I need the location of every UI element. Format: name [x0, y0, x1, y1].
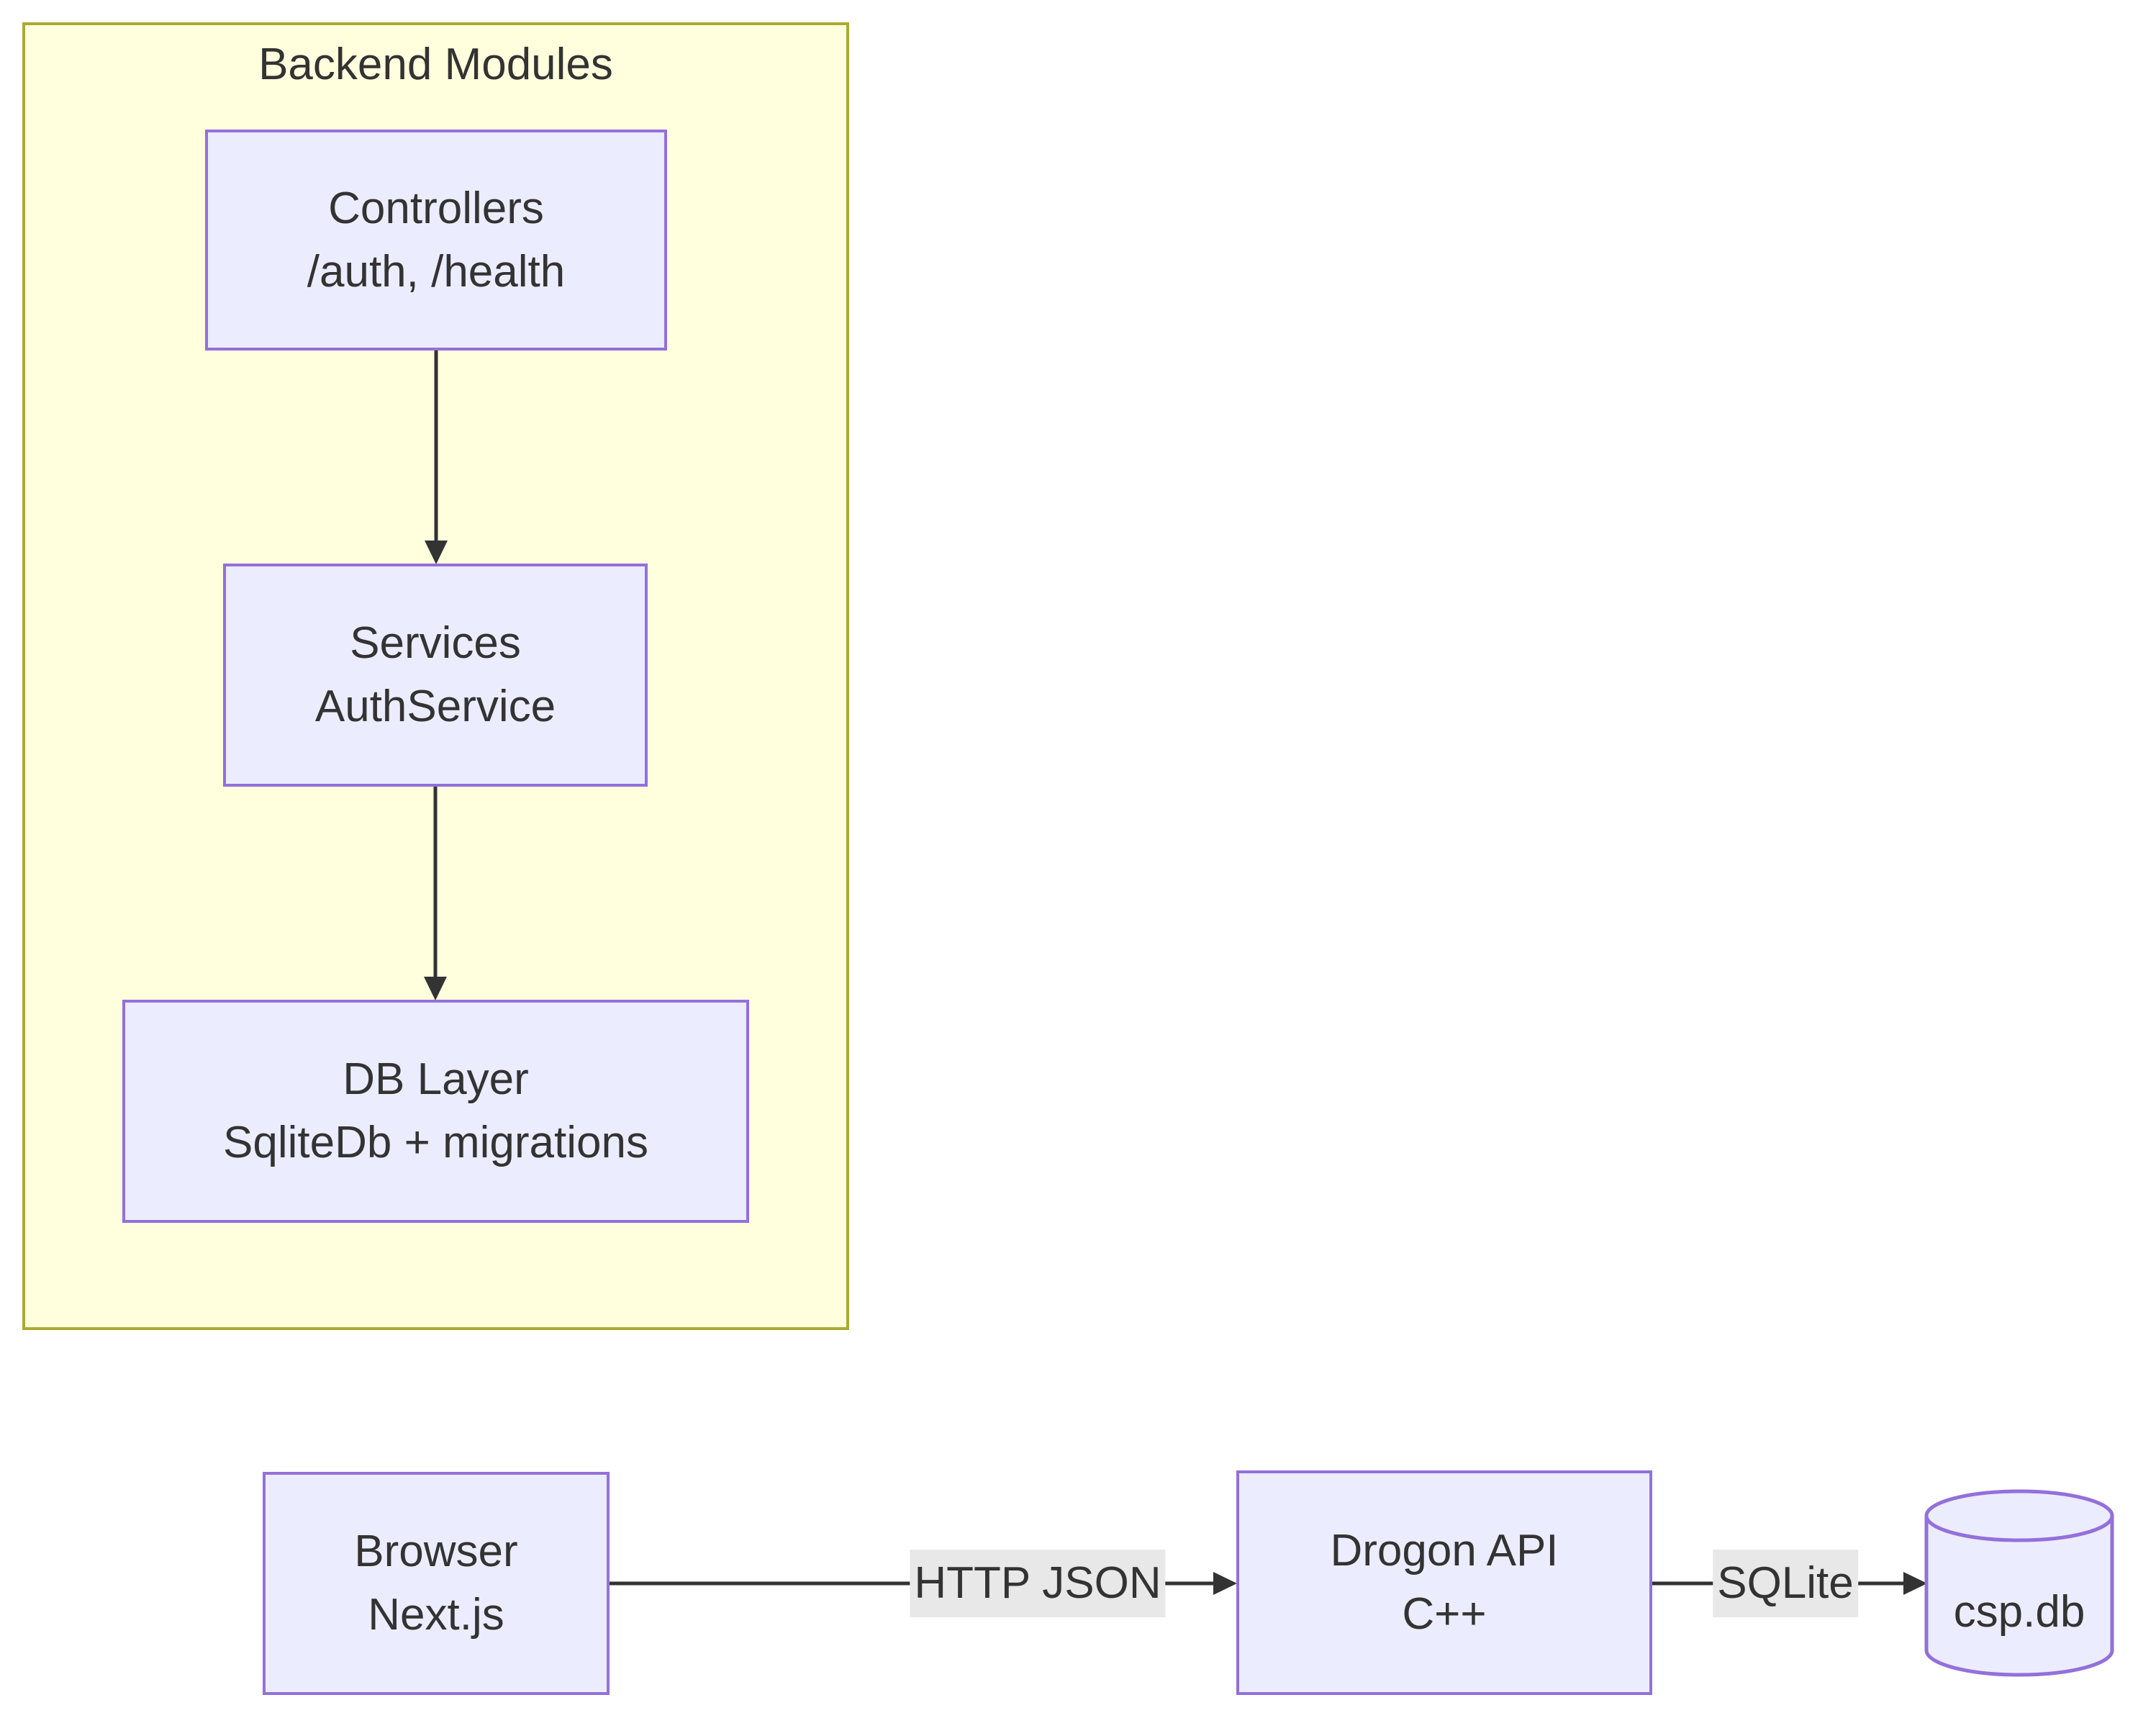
drogon-api-node-label-line2: C++: [1402, 1589, 1487, 1639]
browser-node-label-line2: Next.js: [368, 1590, 504, 1640]
http-json-edge-label: HTTP JSON: [910, 1550, 1166, 1617]
services-node: Services AuthService: [223, 564, 648, 787]
drogon-api-node-label-line1: Drogon API: [1330, 1526, 1559, 1575]
database-cylinder-icon: [1924, 1489, 2114, 1677]
csp-db-node-label: csp.db: [1953, 1587, 2085, 1637]
db-layer-node-label-line1: DB Layer: [343, 1054, 529, 1104]
browser-node: Browser Next.js: [263, 1472, 610, 1695]
subgraph-title: Backend Modules: [258, 40, 613, 89]
controllers-node-label-line1: Controllers: [328, 183, 544, 233]
arrowhead-right-icon: [1213, 1572, 1237, 1595]
db-layer-node: DB Layer SqliteDb + migrations: [122, 1000, 749, 1223]
services-node-label-line2: AuthService: [314, 682, 556, 731]
services-node-label-line1: Services: [350, 618, 521, 668]
edge-controllers-to-services: [425, 351, 448, 564]
drogon-api-node: Drogon API C++: [1236, 1470, 1652, 1695]
edge-services-to-db-layer: [424, 787, 447, 1000]
arrowhead-down-icon: [425, 541, 448, 564]
arrowhead-down-icon: [424, 977, 447, 1000]
browser-node-label-line1: Browser: [354, 1527, 518, 1576]
db-layer-node-label-line2: SqliteDb + migrations: [223, 1118, 648, 1167]
controllers-node-label-line2: /auth, /health: [307, 246, 566, 297]
sqlite-edge-label: SQLite: [1713, 1550, 1858, 1617]
controllers-node: Controllers /auth, /health: [205, 130, 667, 351]
arrowhead-right-icon: [1903, 1572, 1927, 1595]
